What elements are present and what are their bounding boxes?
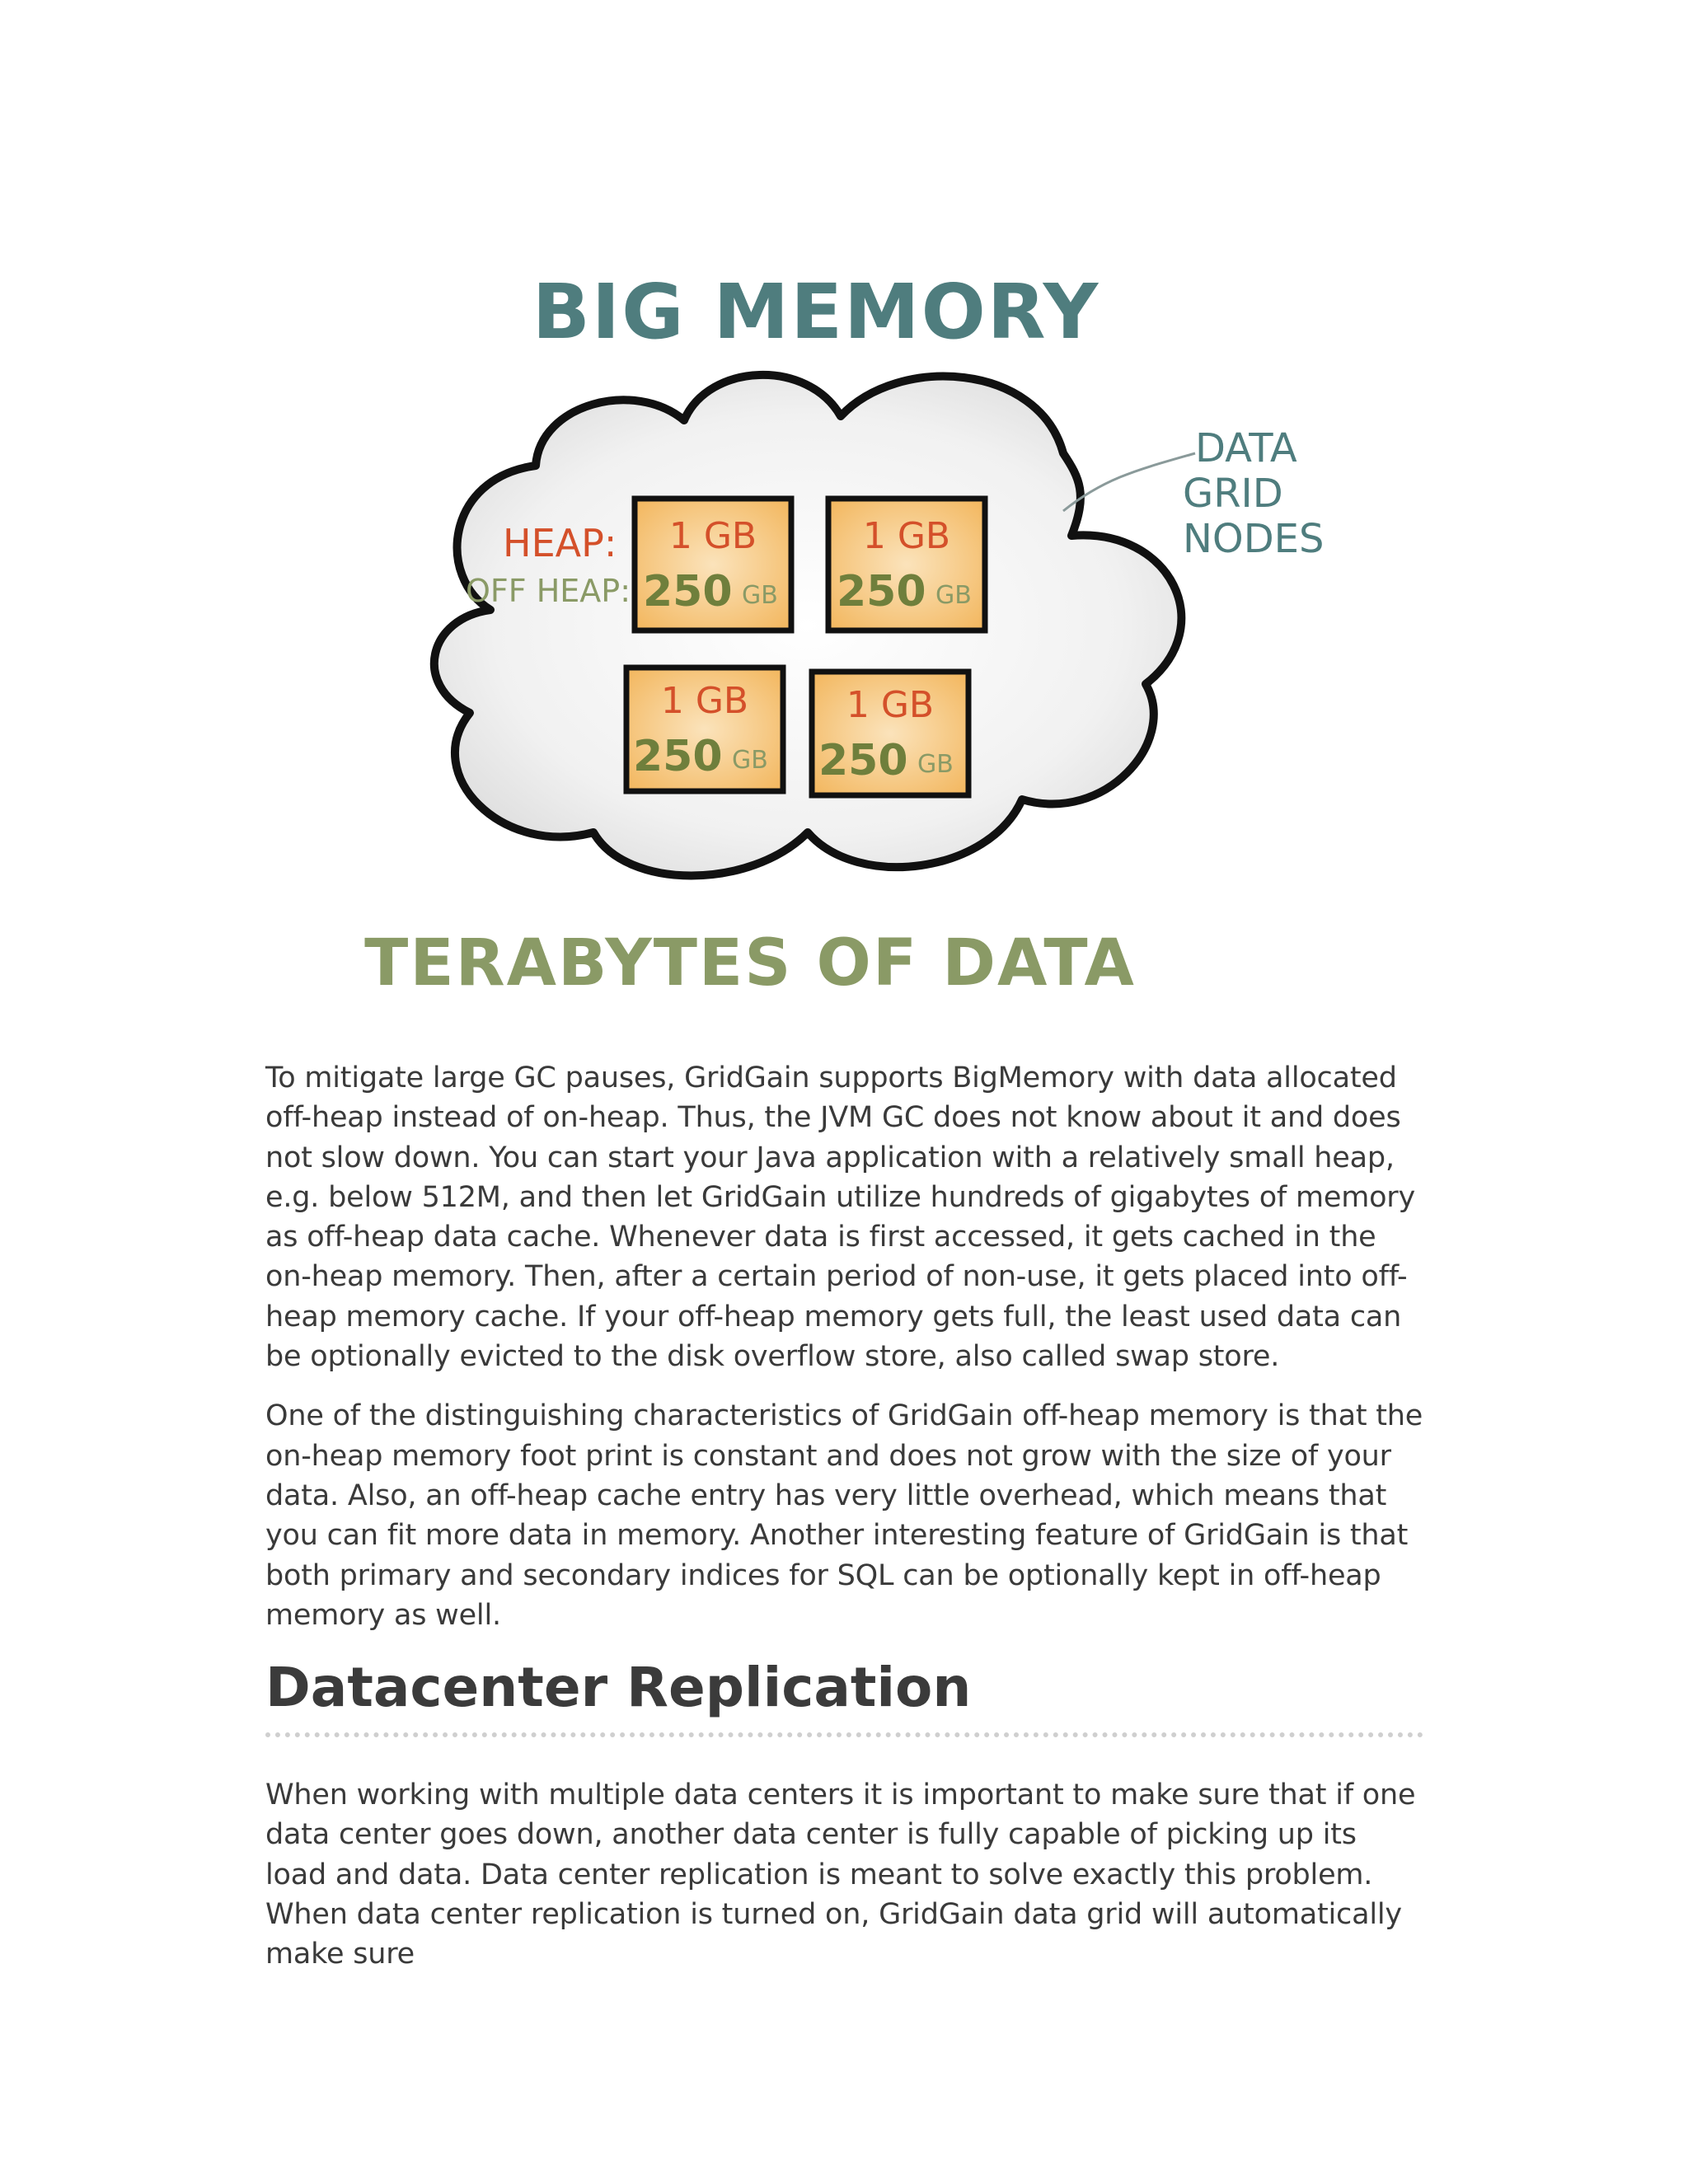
node-heap-value: 1 GB — [846, 684, 934, 726]
node-off-heap-value: 250 — [633, 732, 723, 781]
side-label-line-2: GRID — [1183, 471, 1283, 517]
node-heap-value: 1 GB — [669, 515, 757, 557]
node-off-heap-unit: GB — [935, 581, 972, 610]
paragraph-bigmemory: To mitigate large GC pauses, GridGain su… — [265, 1062, 1416, 1374]
side-label-line-1: DATA — [1195, 425, 1297, 471]
illustration-title: BIG MEMORY — [532, 268, 1100, 356]
section-heading: Datacenter Replication — [265, 1655, 1423, 1738]
paragraph-offheap-characteristics: One of the distinguishing characteristic… — [265, 1399, 1423, 1632]
node-box-4: 1 GB 250 GB — [809, 668, 972, 799]
node-off-heap-unit: GB — [732, 746, 768, 775]
node-off-heap-value: 250 — [643, 567, 733, 616]
node-box-2: 1 GB 250 GB — [825, 495, 988, 634]
heap-label: HEAP: — [503, 521, 617, 565]
node-box-3: 1 GB 250 GB — [623, 664, 786, 794]
illustration-caption: TERABYTES OF DATA — [364, 926, 1136, 1001]
node-off-heap-value: 250 — [818, 736, 908, 785]
pointer-line — [1062, 452, 1196, 513]
article-body: To mitigate large GC pauses, GridGain su… — [265, 1058, 1423, 1994]
node-off-heap-value: 250 — [837, 567, 926, 616]
node-heap-value: 1 GB — [863, 515, 950, 557]
node-heap-value: 1 GB — [661, 680, 748, 722]
off-heap-label: OFF HEAP: — [466, 573, 631, 609]
node-box-1: 1 GB 250 GB — [631, 495, 795, 634]
side-label-line-3: NODES — [1183, 516, 1324, 562]
cloud-shape — [429, 370, 1186, 880]
big-memory-illustration: BIG MEMORY DATA GRID NODES HEAP: OFF HEA… — [364, 268, 1324, 1001]
node-off-heap-unit: GB — [917, 750, 954, 779]
data-grid-nodes-label: DATA GRID NODES — [1183, 425, 1324, 562]
node-off-heap-unit: GB — [742, 581, 778, 610]
paragraph-datacenter-replication: When working with multiple data centers … — [265, 1779, 1416, 1971]
